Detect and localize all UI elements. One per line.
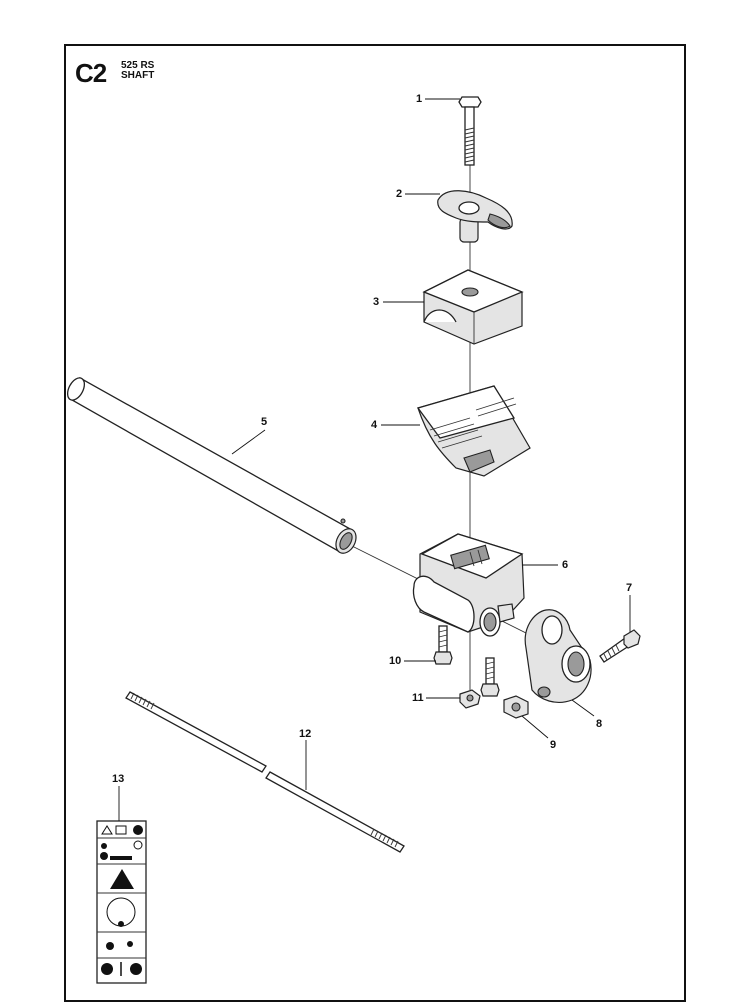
- part-7-bolt: [599, 629, 641, 663]
- part-11-square-nut: [459, 689, 481, 709]
- leader-lines: [118, 98, 631, 821]
- part-5-tube: [66, 377, 357, 554]
- part-screw-secondary: [480, 657, 500, 697]
- callout-2: 2: [396, 188, 403, 200]
- callout-9: 9: [550, 739, 557, 751]
- model-name: 525 RS: [121, 60, 155, 71]
- page-code: C2: [75, 58, 107, 88]
- part-12-drive-shaft: [125, 691, 405, 853]
- callout-1: 1: [416, 93, 423, 105]
- part-8-clamp: [524, 609, 592, 703]
- callout-8: 8: [596, 718, 603, 730]
- callout-10: 10: [389, 655, 402, 667]
- part-2-knob: [437, 190, 513, 243]
- callout-7: 7: [626, 582, 633, 594]
- callout-13: 13: [112, 773, 125, 785]
- part-4-pad: [416, 385, 531, 477]
- callout-12: 12: [299, 728, 312, 740]
- section-title: SHAFT: [121, 70, 155, 81]
- part-9-nut: [503, 695, 529, 719]
- part-10-screw: [433, 625, 453, 665]
- callout-4: 4: [371, 419, 378, 431]
- part-3-clamp-top: [422, 269, 524, 345]
- callout-5: 5: [261, 416, 268, 428]
- callout-6: 6: [562, 559, 569, 571]
- part-6-bracket: [412, 533, 525, 637]
- callout-11: 11: [412, 692, 424, 704]
- diagram-frame: [64, 44, 686, 1002]
- part-13-decal: [96, 820, 147, 984]
- callout-3: 3: [373, 296, 380, 308]
- part-1-bolt: [458, 96, 482, 166]
